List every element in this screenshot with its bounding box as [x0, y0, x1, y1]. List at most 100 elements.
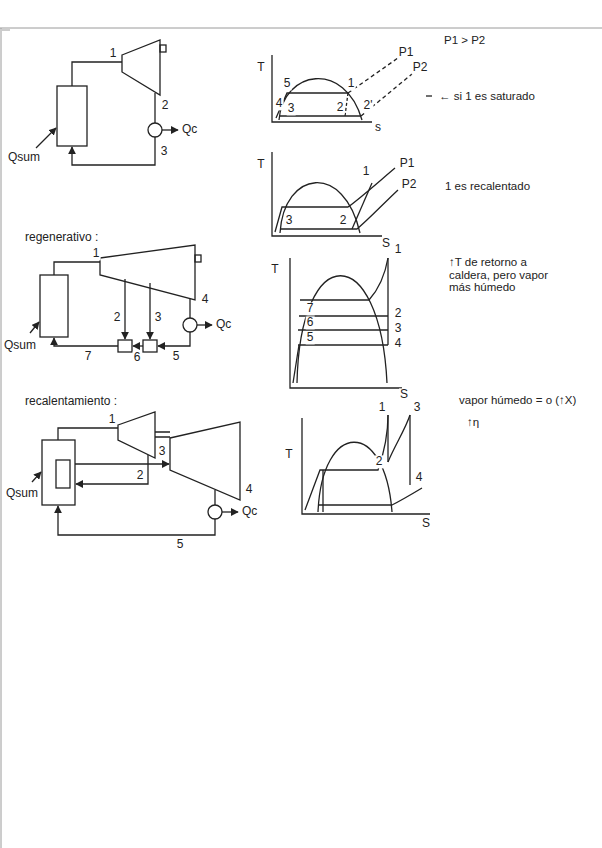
point-label: 4 [201, 293, 210, 306]
regenerative-schematic [100, 245, 195, 300]
point-label: 2 [113, 311, 122, 324]
point-label: T [284, 448, 293, 461]
point-label: 4 [394, 337, 403, 350]
point-label: S [381, 237, 391, 250]
point-label: 6 [306, 316, 315, 329]
ts-diagram-reheat [387, 415, 388, 462]
point-label: 4 [275, 97, 284, 110]
point-label: P2 [412, 61, 429, 74]
ts-diagram-regenerative [293, 345, 299, 383]
point-label: 2 [375, 455, 384, 468]
rankine-schematic [57, 86, 87, 146]
handwritten-note: ← si 1 es saturado [438, 90, 536, 103]
point-label: 2 [161, 99, 170, 112]
regenerative-schematic [54, 338, 118, 346]
reheat-schematic [214, 490, 215, 505]
point-label: S [399, 388, 409, 401]
regenerative-schematic [158, 332, 190, 346]
ts-diagram-saturated [272, 55, 432, 122]
point-label: 4 [245, 483, 254, 496]
ts-diagram-reheat [409, 415, 410, 485]
rankine-schematic [36, 128, 56, 148]
page-frame [0, 28, 602, 848]
point-label: 5 [306, 331, 315, 344]
page-frame [1, 28, 2, 848]
rankine-schematic [162, 129, 178, 130]
ts-diagram-reheat [318, 442, 392, 512]
ts-diagram-saturated [348, 58, 398, 93]
point-label: Qsum [7, 151, 41, 164]
point-label: 4 [415, 471, 424, 484]
point-label: 1 [92, 247, 101, 260]
reheat-schematic [32, 472, 41, 482]
ts-diagram-regenerative [290, 258, 402, 388]
point-label: 2' [363, 99, 374, 112]
point-label: 2 [394, 307, 403, 320]
reheat-schematic [75, 463, 169, 464]
ts-diagram-superheated [272, 152, 398, 236]
regenerative-schematic [40, 275, 68, 337]
point-label: 1 [394, 243, 403, 256]
point-label: 5 [283, 77, 292, 90]
reheat-schematic [222, 511, 238, 512]
point-label: 3 [158, 445, 167, 458]
reheat-schematic [58, 506, 215, 535]
point-label: 3 [154, 311, 163, 324]
ts-diagram-saturated [272, 55, 372, 122]
rankine-schematic [72, 137, 155, 165]
handwritten-note: ↑η [466, 416, 480, 429]
point-label: 3 [394, 322, 403, 335]
ts-diagram-regenerative [290, 258, 402, 388]
regenerative-schematic [30, 322, 39, 333]
regenerative-schematic [124, 279, 125, 339]
ts-diagram-regenerative [387, 258, 388, 345]
point-label: 1 [347, 77, 356, 90]
ts-diagram-reheat [302, 418, 430, 514]
point-label: 1 [108, 413, 117, 426]
point-label: 5 [176, 538, 185, 551]
ts-diagram-regenerative [297, 276, 387, 383]
point-label: P2 [401, 178, 418, 191]
page-frame [2, 30, 10, 31]
reheat-schematic [170, 422, 240, 500]
handwritten-note: P1 > P2 [443, 34, 486, 47]
ts-diagram-saturated [276, 93, 348, 118]
point-label: 3 [285, 214, 294, 227]
point-label: 3 [287, 102, 296, 115]
ts-diagram-reheat [322, 470, 323, 512]
ts-diagram-saturated [345, 93, 348, 116]
reheat-schematic [58, 428, 118, 440]
regenerative-schematic [143, 340, 157, 352]
point-label: 1 [362, 165, 371, 178]
section-heading: regenerativo : [24, 231, 99, 244]
regenerative-schematic [30, 245, 212, 352]
ts-diagram-reheat [305, 415, 388, 510]
point-label: Qsum [3, 339, 37, 352]
handwritten-note: 1 es recalentado [444, 180, 531, 193]
reheat-schematic [32, 412, 240, 535]
ts-diagram-superheated [280, 190, 398, 229]
handwritten-note: vapor húmedo = o (↑X) [458, 394, 577, 407]
rankine-schematic [72, 62, 122, 86]
point-label: Qc [241, 505, 258, 518]
reheat-schematic [42, 440, 75, 505]
ts-diagram-saturated [426, 95, 432, 96]
point-label: P1 [398, 46, 415, 59]
regenerative-schematic [118, 340, 132, 352]
handwritten-note: ↑T de retorno a caldera, pero vapor más … [448, 256, 568, 294]
rankine-schematic [122, 40, 160, 95]
point-label: 1 [109, 47, 118, 60]
rankine-schematic [154, 93, 155, 123]
page-frame [0, 28, 602, 29]
point-label: 5 [172, 350, 181, 363]
ts-diagram-reheat [302, 415, 430, 514]
point-label: Qsum [5, 487, 39, 500]
rankine-schematic [148, 123, 162, 137]
point-label: 2 [336, 101, 345, 114]
point-label: T [270, 263, 279, 276]
reheat-schematic [56, 460, 70, 488]
regenerative-schematic [195, 255, 201, 262]
ts-diagram-superheated [272, 152, 382, 236]
section-heading: recalentamiento : [24, 395, 118, 408]
